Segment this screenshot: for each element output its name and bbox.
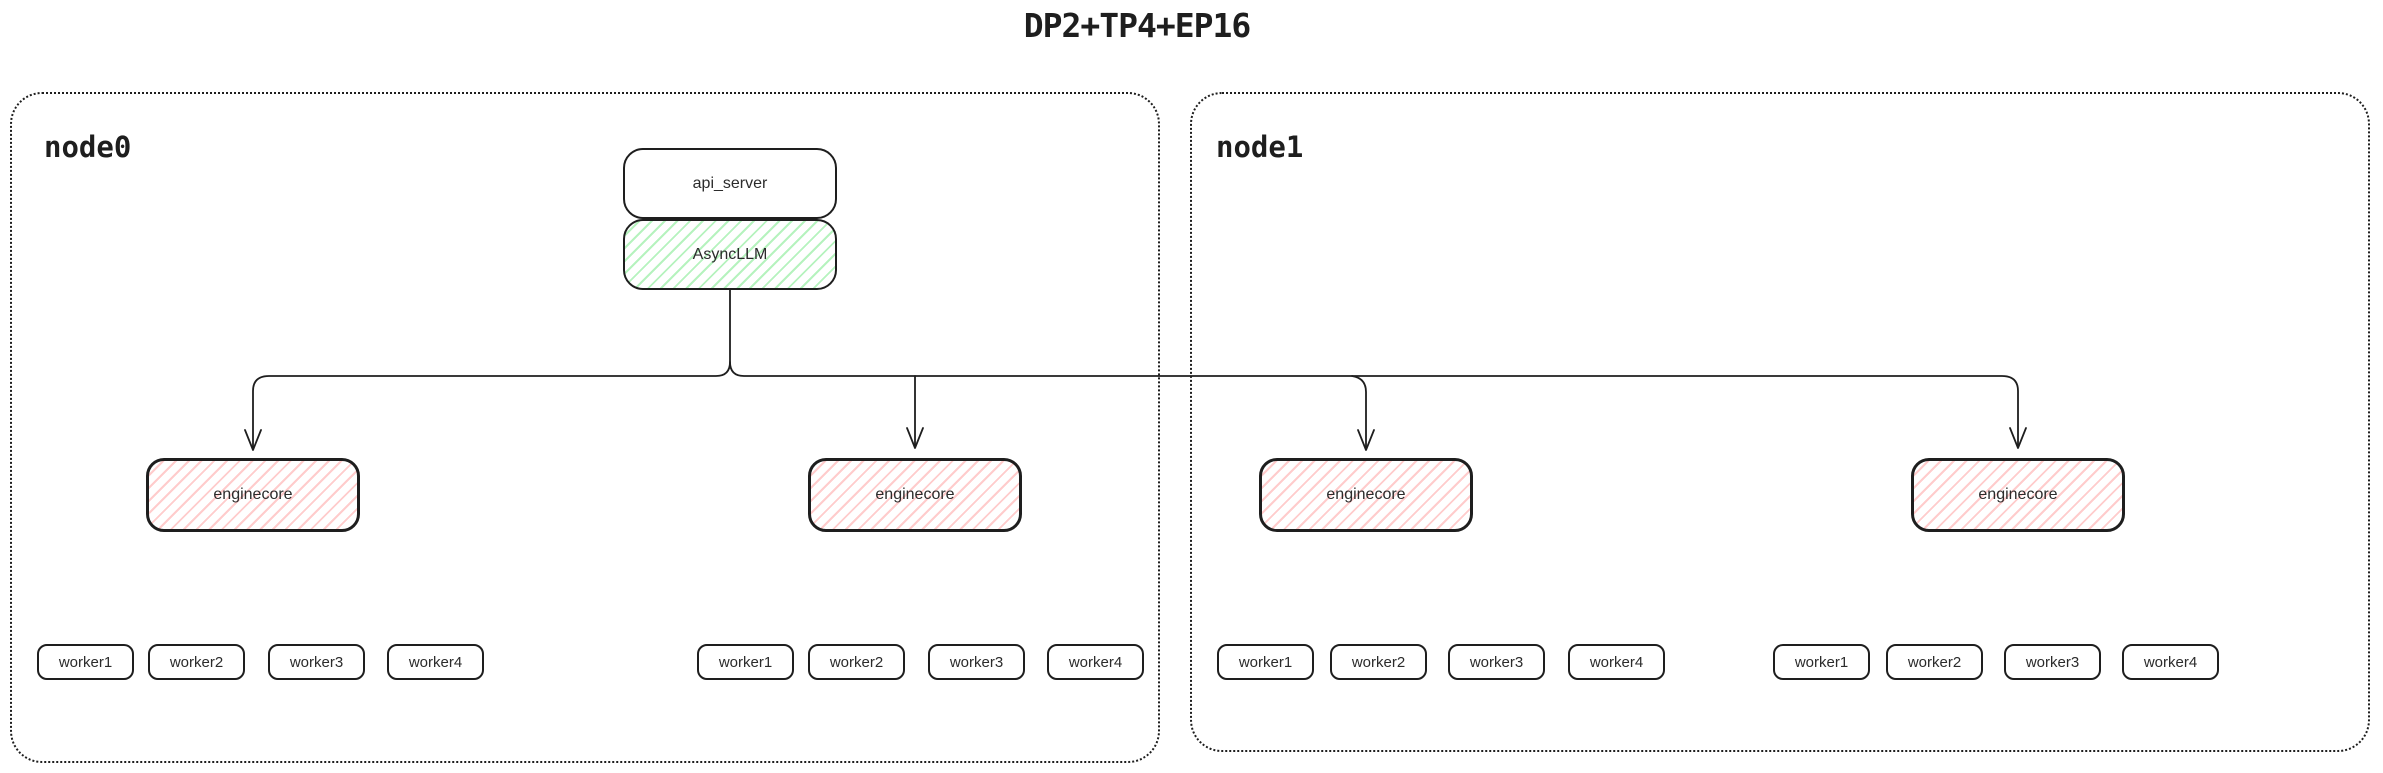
worker-box: worker4 xyxy=(1568,644,1665,680)
enginecore-label: enginecore xyxy=(875,486,955,503)
worker-label: worker2 xyxy=(1351,653,1406,671)
worker-box: worker1 xyxy=(697,644,794,680)
worker-label: worker3 xyxy=(2025,653,2080,671)
worker-box: worker3 xyxy=(928,644,1025,680)
worker-box: worker4 xyxy=(1047,644,1144,680)
node1-label: node1 xyxy=(1216,130,1304,164)
worker-box: worker2 xyxy=(1330,644,1427,680)
api-server-label: api_server xyxy=(692,174,768,192)
worker-label: worker3 xyxy=(1469,653,1524,671)
node1-container: node1 xyxy=(1190,92,2370,752)
worker-label: worker1 xyxy=(1794,653,1849,671)
worker-label: worker1 xyxy=(718,653,773,671)
worker-box: worker2 xyxy=(148,644,245,680)
enginecore-label: enginecore xyxy=(1978,486,2058,503)
worker-label: worker4 xyxy=(2143,653,2198,671)
enginecore-box-3: enginecore xyxy=(1259,458,1473,532)
worker-box: worker4 xyxy=(387,644,484,680)
enginecore-label: enginecore xyxy=(213,486,293,503)
worker-box: worker2 xyxy=(808,644,905,680)
worker-label: worker4 xyxy=(1589,653,1644,671)
worker-box: worker3 xyxy=(2004,644,2101,680)
worker-box: worker1 xyxy=(37,644,134,680)
worker-box: worker2 xyxy=(1886,644,1983,680)
async-llm-label: AsyncLLM xyxy=(692,245,768,263)
worker-box: worker3 xyxy=(1448,644,1545,680)
node0-container: node0 xyxy=(10,92,1160,763)
worker-box: worker3 xyxy=(268,644,365,680)
worker-label: worker3 xyxy=(949,653,1004,671)
node0-label: node0 xyxy=(44,130,132,164)
worker-box: worker4 xyxy=(2122,644,2219,680)
async-llm-box: AsyncLLM xyxy=(623,219,837,290)
enginecore-box-4: enginecore xyxy=(1911,458,2125,532)
worker-box: worker1 xyxy=(1773,644,1870,680)
worker-label: worker1 xyxy=(1238,653,1293,671)
diagram-title: DP2+TP4+EP16 xyxy=(1023,6,1251,45)
worker-box: worker1 xyxy=(1217,644,1314,680)
worker-label: worker1 xyxy=(58,653,113,671)
worker-label: worker4 xyxy=(1068,653,1123,671)
enginecore-box-1: enginecore xyxy=(146,458,360,532)
worker-label: worker2 xyxy=(169,653,224,671)
enginecore-box-2: enginecore xyxy=(808,458,1022,532)
worker-label: worker2 xyxy=(1907,653,1962,671)
worker-label: worker4 xyxy=(408,653,463,671)
api-server-box: api_server xyxy=(623,148,837,219)
worker-label: worker2 xyxy=(829,653,884,671)
enginecore-label: enginecore xyxy=(1326,486,1406,503)
worker-label: worker3 xyxy=(289,653,344,671)
